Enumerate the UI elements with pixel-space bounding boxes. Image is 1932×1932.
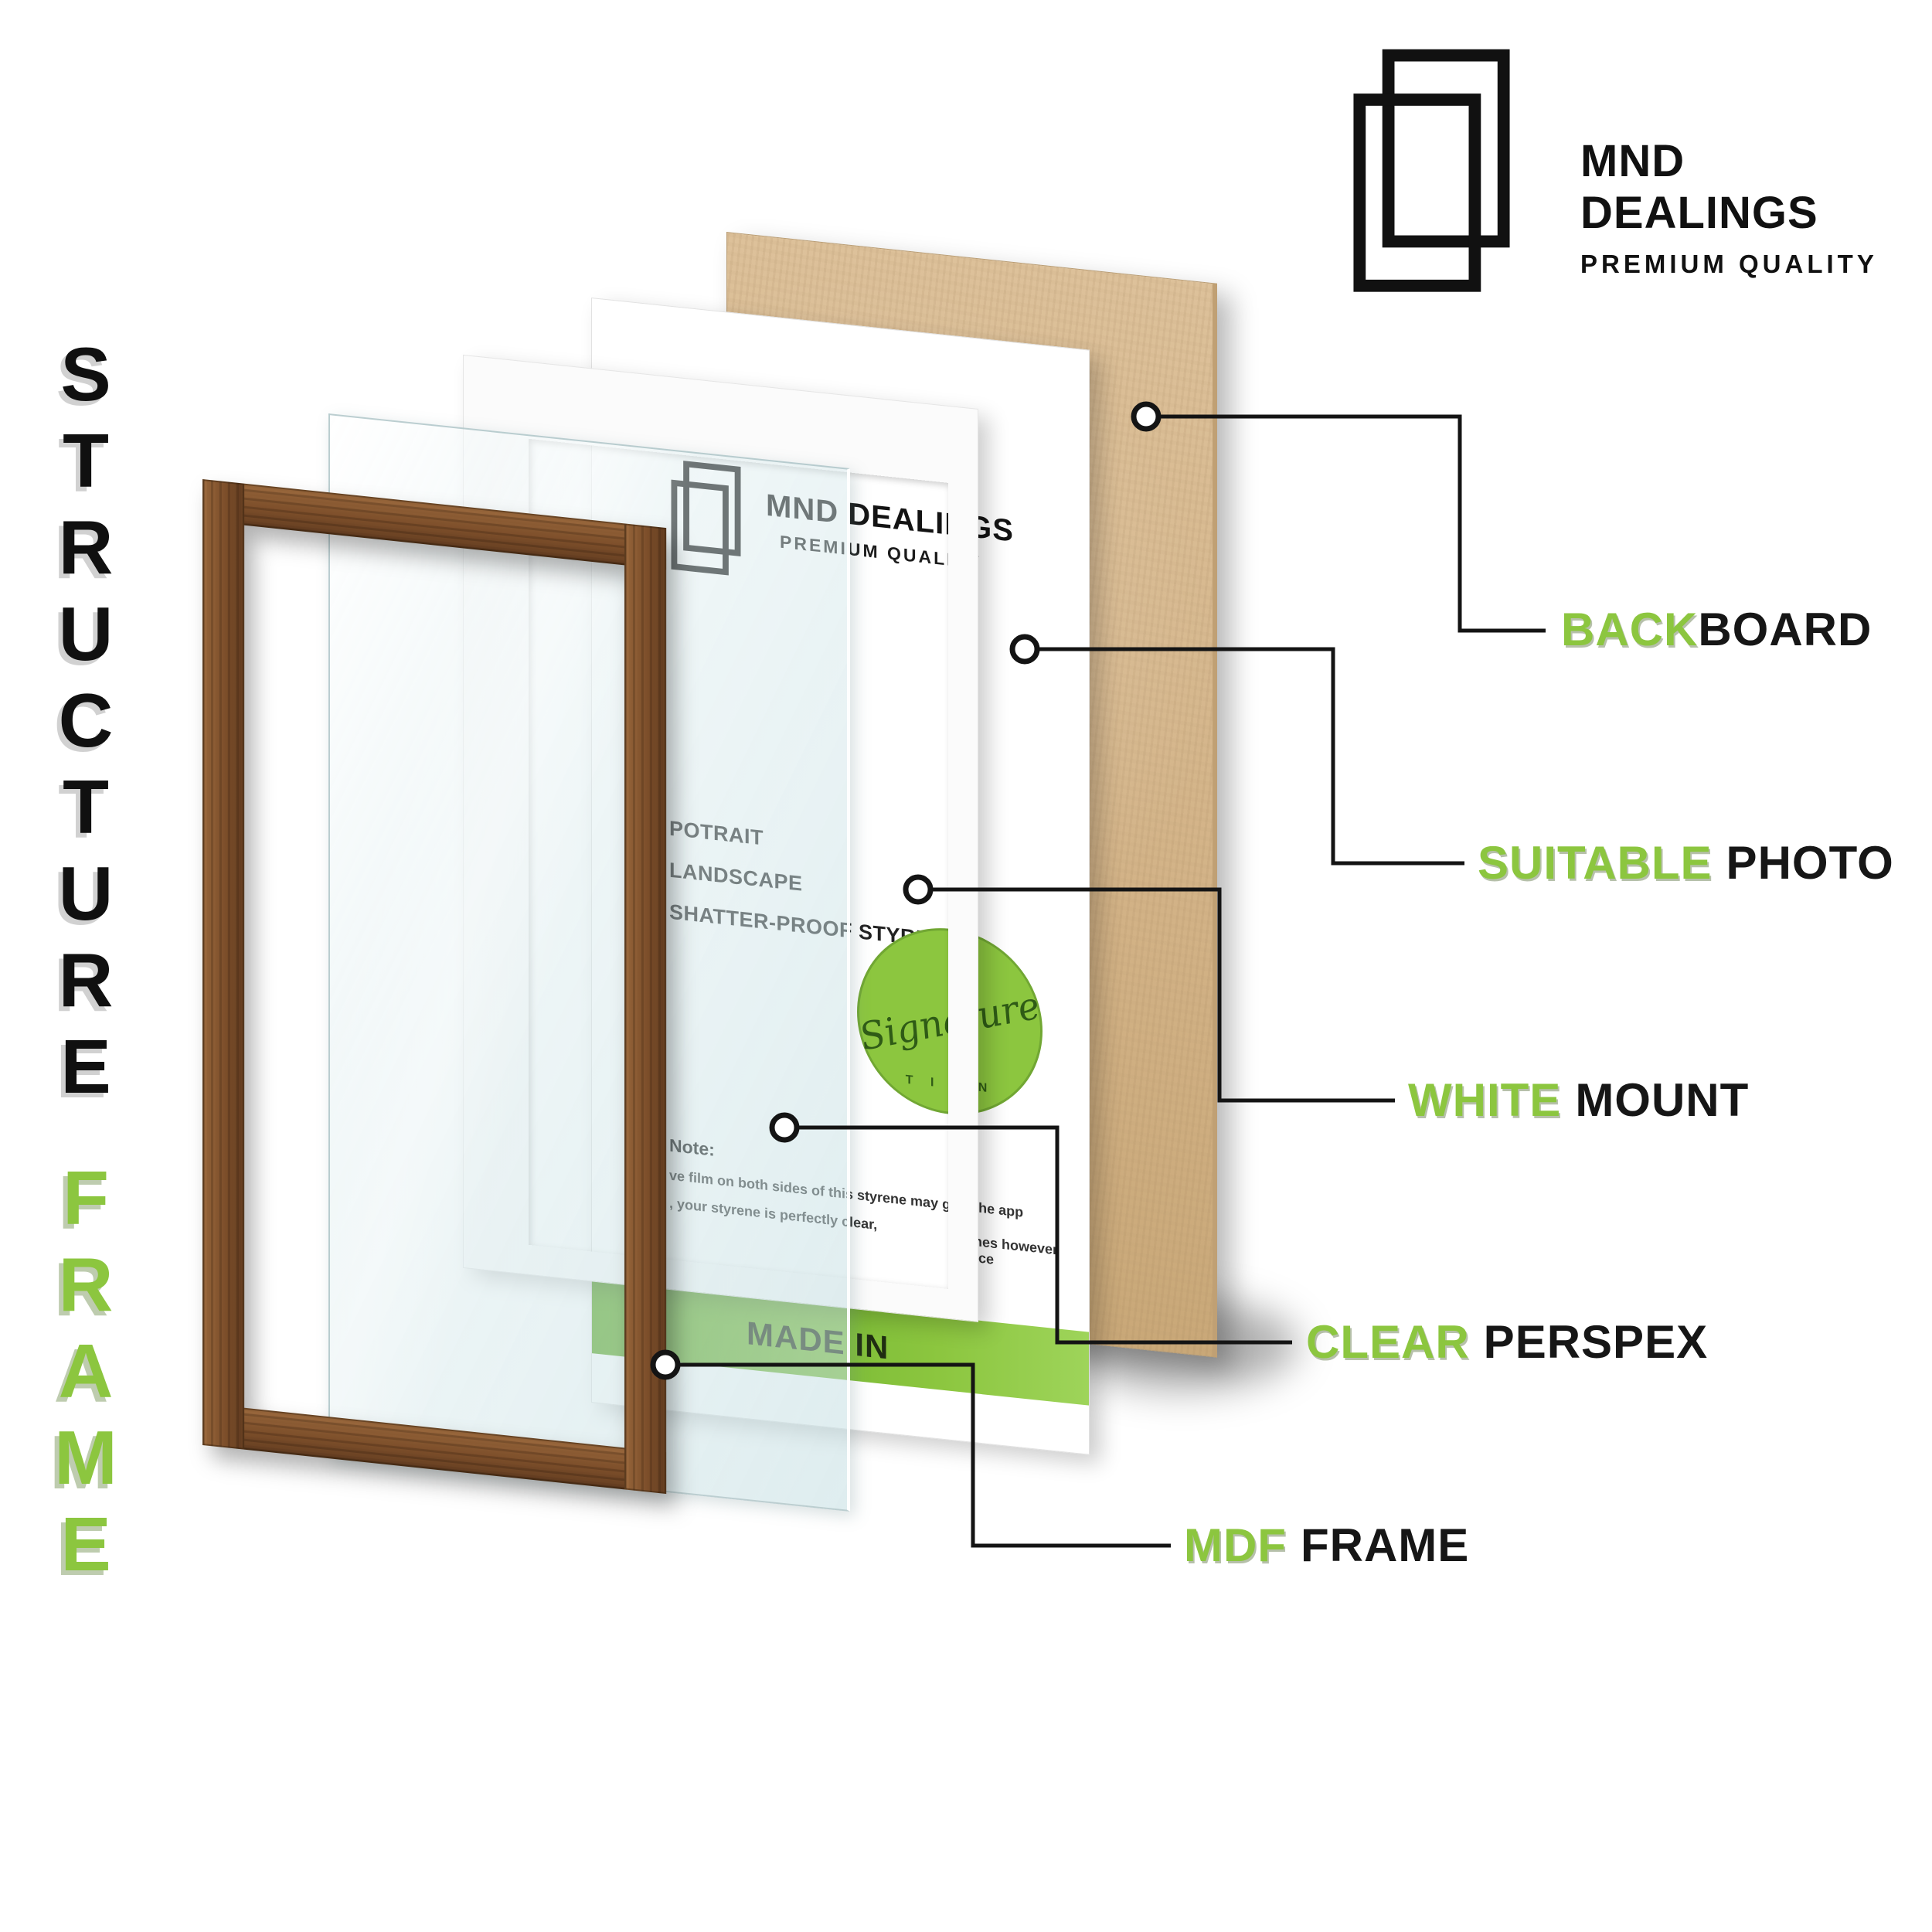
title-letter: U [58,850,114,936]
clear-perspex-callout-dot [769,1112,800,1143]
label-green-part: WHITE [1408,1074,1562,1126]
brand-tagline: PREMIUM QUALITY [1580,250,1878,278]
title-letter: S [60,331,111,417]
label-black-part: FRAME [1300,1519,1470,1571]
label-green-part: CLEAR [1306,1316,1470,1368]
page-title-vertical: S T R U C T U R E F R A M E [28,331,144,1587]
label-black-part: BOARD [1698,604,1872,655]
suitable-photo-callout-line [1025,647,1464,866]
title-letter: F [63,1155,109,1240]
mdf-frame-callout-line [665,1362,1171,1548]
suitable-photo-callout-dot [1009,634,1040,665]
brand-block: MND DEALINGS PREMIUM QUALITY [1349,46,1932,305]
title-letter: R [58,504,114,590]
backboard-callout-line [1146,414,1546,633]
brand-logo-icon [1349,46,1515,305]
mdf-frame-callout-dot [650,1349,681,1380]
title-letter: A [58,1328,114,1413]
clear-perspex-callout-line [784,1125,1292,1345]
title-letter: E [60,1023,111,1109]
white-mount-callout-line [918,887,1395,1103]
title-letter: C [58,677,114,763]
label-black-part: PHOTO [1726,837,1894,889]
title-letter: R [58,1241,114,1327]
label-black-part: PERSPEX [1483,1316,1709,1368]
title-letter: U [58,590,114,676]
title-letter: R [58,937,114,1022]
backboard-callout-dot [1131,401,1162,432]
title-letter: E [60,1501,111,1587]
title-letter: M [54,1414,117,1500]
label-green-part: SUITABLE [1478,837,1713,889]
brand-text: MND DEALINGS PREMIUM QUALITY [1580,135,1932,305]
white-mount-callout-dot [903,874,934,905]
label-black-part: MOUNT [1575,1074,1750,1126]
title-letter: T [63,417,109,503]
brand-name: MND DEALINGS [1580,136,1818,238]
label-green-part: MDF [1184,1519,1287,1571]
title-letter: T [63,764,109,849]
callout-label-backboard: BACKBOARD [1561,603,1872,656]
label-green-part: BACK [1561,604,1699,655]
title-gap [28,1110,144,1155]
